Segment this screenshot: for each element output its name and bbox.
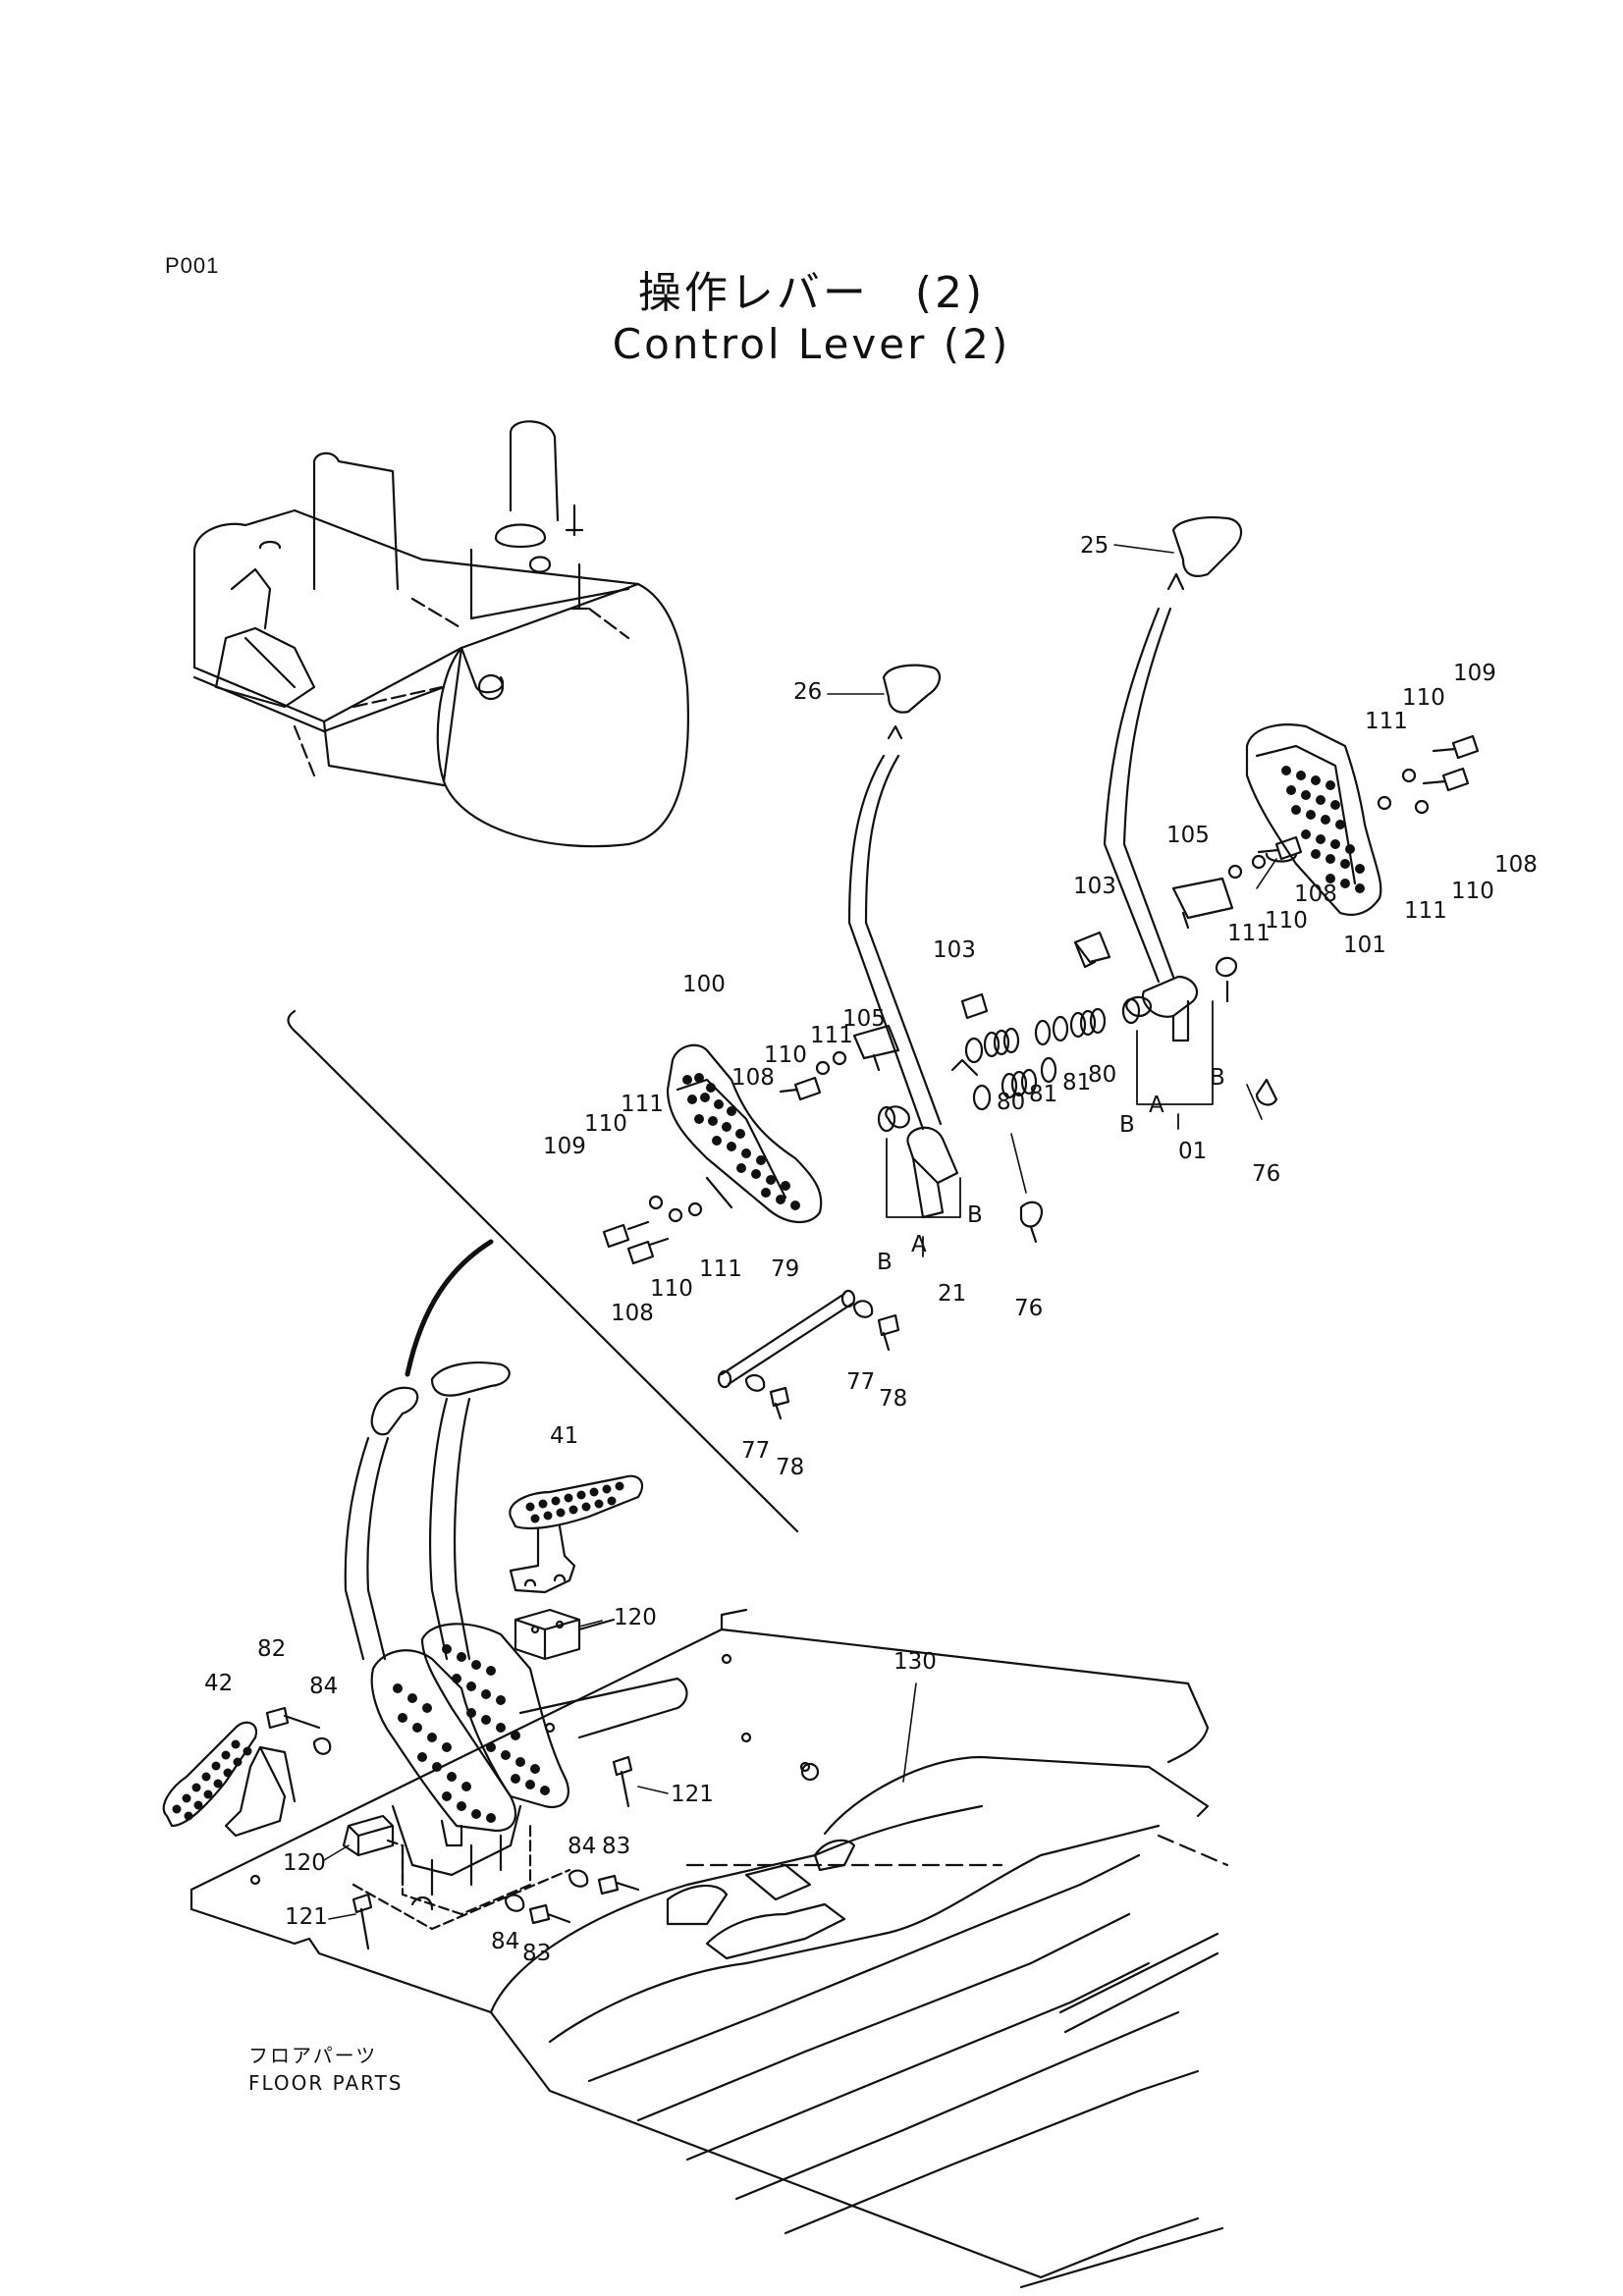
callout-120-upper: 120 bbox=[614, 1605, 657, 1630]
callout-B-right-1: B bbox=[1119, 1112, 1135, 1138]
callout-109-left: 109 bbox=[543, 1134, 586, 1159]
callout-78-a: 78 bbox=[879, 1386, 907, 1412]
callout-108-right-2: 108 bbox=[1294, 881, 1337, 907]
callout-81-b: 81 bbox=[1062, 1070, 1091, 1095]
callout-103-right: 103 bbox=[1073, 874, 1116, 899]
callout-25: 25 bbox=[1080, 533, 1109, 559]
callout-110-left-2: 110 bbox=[650, 1276, 693, 1302]
callout-80-b: 80 bbox=[1088, 1062, 1116, 1088]
floor-plate-130 bbox=[189, 1608, 1229, 2289]
lower-levers bbox=[344, 1362, 511, 1661]
lower-leader-lines bbox=[323, 1620, 917, 1920]
callout-103-center: 103 bbox=[933, 937, 976, 963]
left-pedal-hardware bbox=[602, 1050, 847, 1265]
lower-pedals bbox=[352, 1623, 571, 1931]
callout-111-right-2: 111 bbox=[1404, 898, 1447, 924]
callout-77-b: 77 bbox=[741, 1438, 770, 1464]
callout-42: 42 bbox=[204, 1671, 233, 1696]
callout-78-b: 78 bbox=[776, 1455, 804, 1480]
callout-84-c: 84 bbox=[491, 1929, 519, 1954]
curved-leader bbox=[405, 1239, 494, 1377]
callout-80-a: 80 bbox=[997, 1090, 1025, 1115]
callout-26: 26 bbox=[793, 679, 822, 705]
callout-111-right: 111 bbox=[1365, 709, 1408, 734]
left-shaft-stack bbox=[877, 1056, 1057, 1133]
callout-108-left: 108 bbox=[611, 1301, 654, 1326]
title-japanese: 操作レバー (2) bbox=[637, 268, 986, 318]
callout-21: 21 bbox=[938, 1281, 966, 1307]
floor-parts-label-english: FLOOR PARTS bbox=[248, 2071, 404, 2095]
callout-A-right: A bbox=[1149, 1093, 1164, 1118]
callout-A-left: A bbox=[911, 1232, 927, 1257]
callout-B-right-2: B bbox=[1210, 1065, 1225, 1091]
divider-line bbox=[287, 1009, 799, 1533]
right-pedal-hardware bbox=[1227, 734, 1480, 880]
callout-82: 82 bbox=[257, 1636, 286, 1662]
callout-110-left: 110 bbox=[584, 1111, 627, 1137]
block-120-upper bbox=[514, 1608, 616, 1661]
right-pedal-101 bbox=[1245, 723, 1382, 916]
callout-01: 01 bbox=[1178, 1139, 1207, 1164]
leader-lines bbox=[827, 544, 1277, 1194]
callout-110-center: 110 bbox=[764, 1042, 807, 1068]
left-lever-assembly bbox=[847, 664, 1044, 1244]
callout-110-right: 110 bbox=[1402, 685, 1445, 711]
callout-labels: 25 26 109 110 111 105 103 108 110 111 10… bbox=[204, 533, 1538, 1966]
callout-41: 41 bbox=[550, 1423, 578, 1449]
page-id: P001 bbox=[165, 253, 220, 278]
callout-130: 130 bbox=[893, 1649, 937, 1675]
title-english: Control Lever (2) bbox=[612, 320, 1011, 368]
pedal-41 bbox=[509, 1474, 644, 1594]
callout-108-center: 108 bbox=[731, 1065, 775, 1091]
callout-111-right-3: 111 bbox=[1227, 921, 1271, 946]
machine-overview-illustration bbox=[192, 420, 689, 848]
callout-121-b: 121 bbox=[285, 1904, 328, 1930]
callout-76-center: 76 bbox=[1014, 1296, 1043, 1321]
right-shaft-stack bbox=[964, 997, 1141, 1064]
callout-111-center: 111 bbox=[810, 1023, 853, 1048]
lower-fasteners bbox=[265, 1706, 640, 1950]
callout-121-a: 121 bbox=[671, 1782, 714, 1807]
callout-81-a: 81 bbox=[1029, 1082, 1057, 1107]
callout-84-a: 84 bbox=[309, 1674, 338, 1699]
callout-109-right: 109 bbox=[1453, 661, 1496, 686]
callout-76-right: 76 bbox=[1252, 1161, 1280, 1187]
callout-77-a: 77 bbox=[846, 1369, 875, 1395]
callout-100: 100 bbox=[682, 972, 726, 997]
callout-111-center-2: 111 bbox=[621, 1092, 664, 1117]
shaft-79-and-fasteners bbox=[717, 1289, 900, 1420]
callout-108-right-1: 108 bbox=[1494, 852, 1538, 878]
callout-83-a: 83 bbox=[602, 1834, 630, 1859]
pedal-42 bbox=[162, 1721, 297, 1838]
right-lever-assembly bbox=[1073, 516, 1278, 1106]
callout-B-left-2: B bbox=[967, 1202, 983, 1228]
callout-105-right: 105 bbox=[1166, 823, 1210, 848]
bracket-lines bbox=[886, 1000, 1214, 1257]
callout-111-left: 111 bbox=[699, 1256, 742, 1282]
callout-105-center: 105 bbox=[842, 1006, 886, 1032]
left-pedal-100 bbox=[666, 1043, 823, 1224]
callout-84-b: 84 bbox=[568, 1834, 596, 1859]
callout-120-lower: 120 bbox=[283, 1850, 326, 1876]
callout-110-right-3: 110 bbox=[1265, 908, 1308, 934]
callout-110-right-2: 110 bbox=[1451, 879, 1494, 904]
floor-parts-label-japanese: フロアパーツ bbox=[248, 2044, 378, 2067]
callout-101: 101 bbox=[1343, 933, 1386, 958]
callout-B-left-1: B bbox=[877, 1250, 893, 1275]
callout-83-b: 83 bbox=[522, 1941, 551, 1966]
callout-79: 79 bbox=[771, 1256, 799, 1282]
